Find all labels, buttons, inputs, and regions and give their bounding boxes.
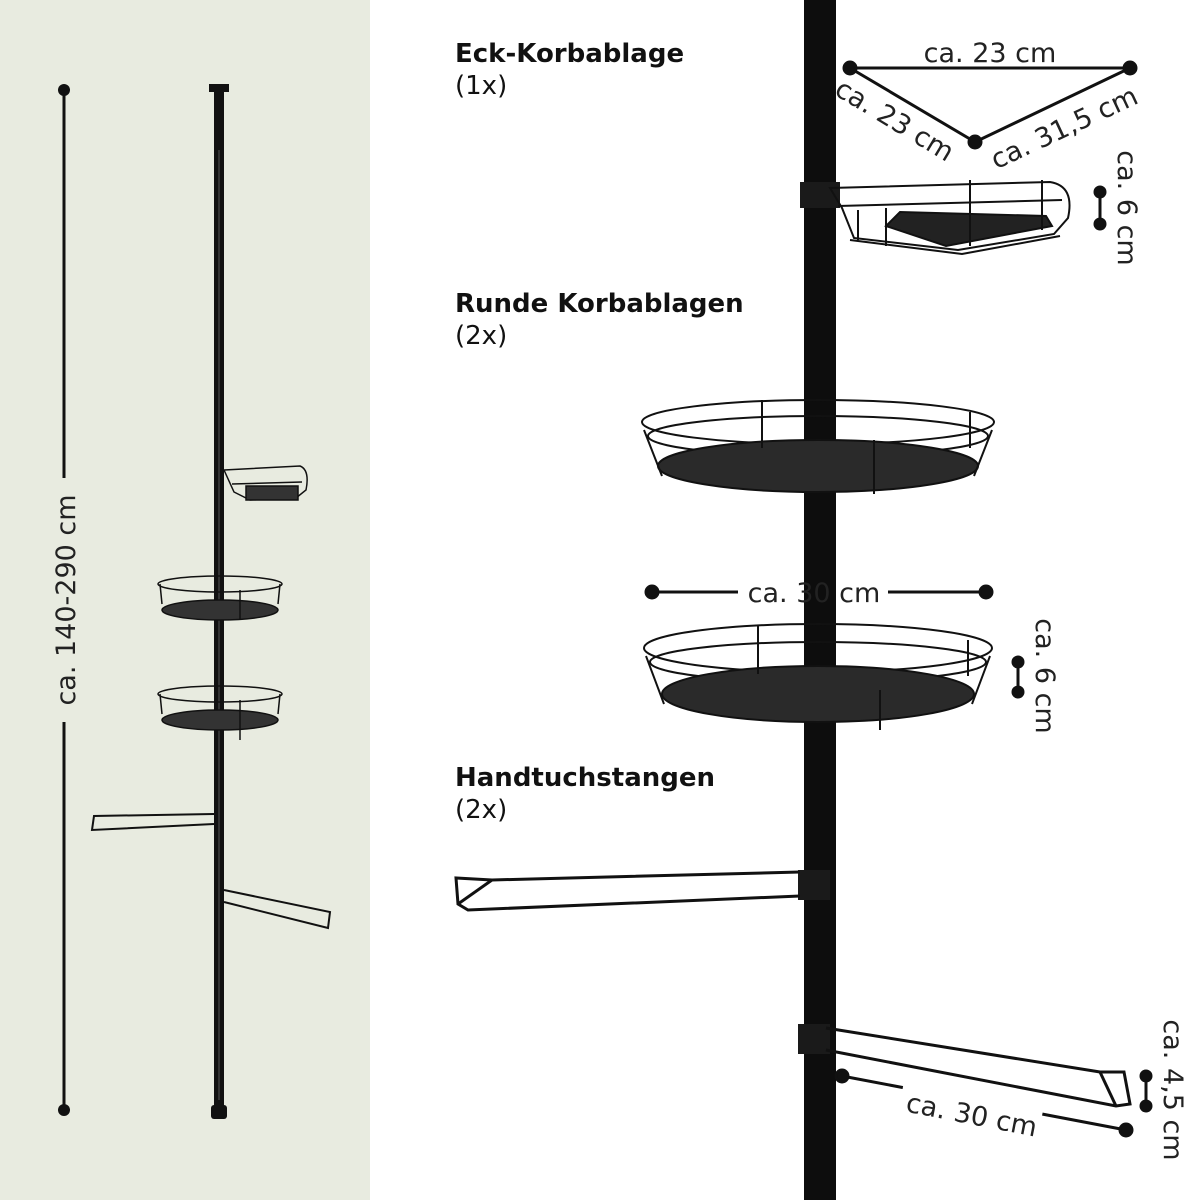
overview-round-basket-2 bbox=[157, 685, 283, 740]
section-title: Eck-Korbablage bbox=[455, 39, 685, 69]
round-diameter-label: ca. 30 cm bbox=[748, 578, 881, 609]
section-count: (2x) bbox=[455, 795, 508, 825]
overview-pole bbox=[90, 84, 332, 1119]
overview-corner-basket bbox=[222, 465, 308, 501]
total-height-label: ca. 140-290 cm bbox=[51, 494, 82, 705]
section-title: Handtuchstangen bbox=[455, 763, 715, 793]
overview-towel-bar-1 bbox=[90, 813, 215, 832]
section-round-baskets: Runde Korbablagen (2x) bbox=[455, 288, 744, 352]
overview-towel-bar-2 bbox=[223, 889, 332, 930]
corner-dimension-triangle bbox=[842, 60, 1138, 150]
detail-towel-bar-2 bbox=[825, 1026, 1132, 1108]
corner-width-label: ca. 23 cm bbox=[924, 38, 1057, 69]
section-count: (1x) bbox=[455, 71, 508, 101]
section-corner-basket: Eck-Korbablage (1x) bbox=[455, 38, 684, 102]
total-height-dimension: ca. 140-290 cm bbox=[51, 84, 82, 1116]
corner-depth-dimension bbox=[1093, 185, 1107, 231]
detail-round-basket-2 bbox=[643, 623, 993, 730]
round-depth-dimension bbox=[1011, 655, 1025, 699]
corner-depth-label: ca. 6 cm bbox=[1111, 150, 1142, 265]
overview-round-basket-1 bbox=[157, 575, 283, 621]
detail-towel-bar-1 bbox=[454, 870, 801, 912]
towel-height-label: ca. 4,5 cm bbox=[1157, 1019, 1188, 1160]
detail-corner-basket bbox=[828, 180, 1071, 256]
section-title: Runde Korbablagen bbox=[455, 289, 744, 319]
section-count: (2x) bbox=[455, 321, 508, 351]
round-diameter-dimension bbox=[644, 584, 994, 600]
section-towel-bars: Handtuchstangen (2x) bbox=[455, 762, 715, 826]
detail-round-basket-1 bbox=[641, 399, 995, 494]
round-depth-label: ca. 6 cm bbox=[1029, 618, 1060, 733]
towel-height-dimension bbox=[1139, 1069, 1153, 1113]
overview-panel bbox=[0, 0, 370, 1200]
